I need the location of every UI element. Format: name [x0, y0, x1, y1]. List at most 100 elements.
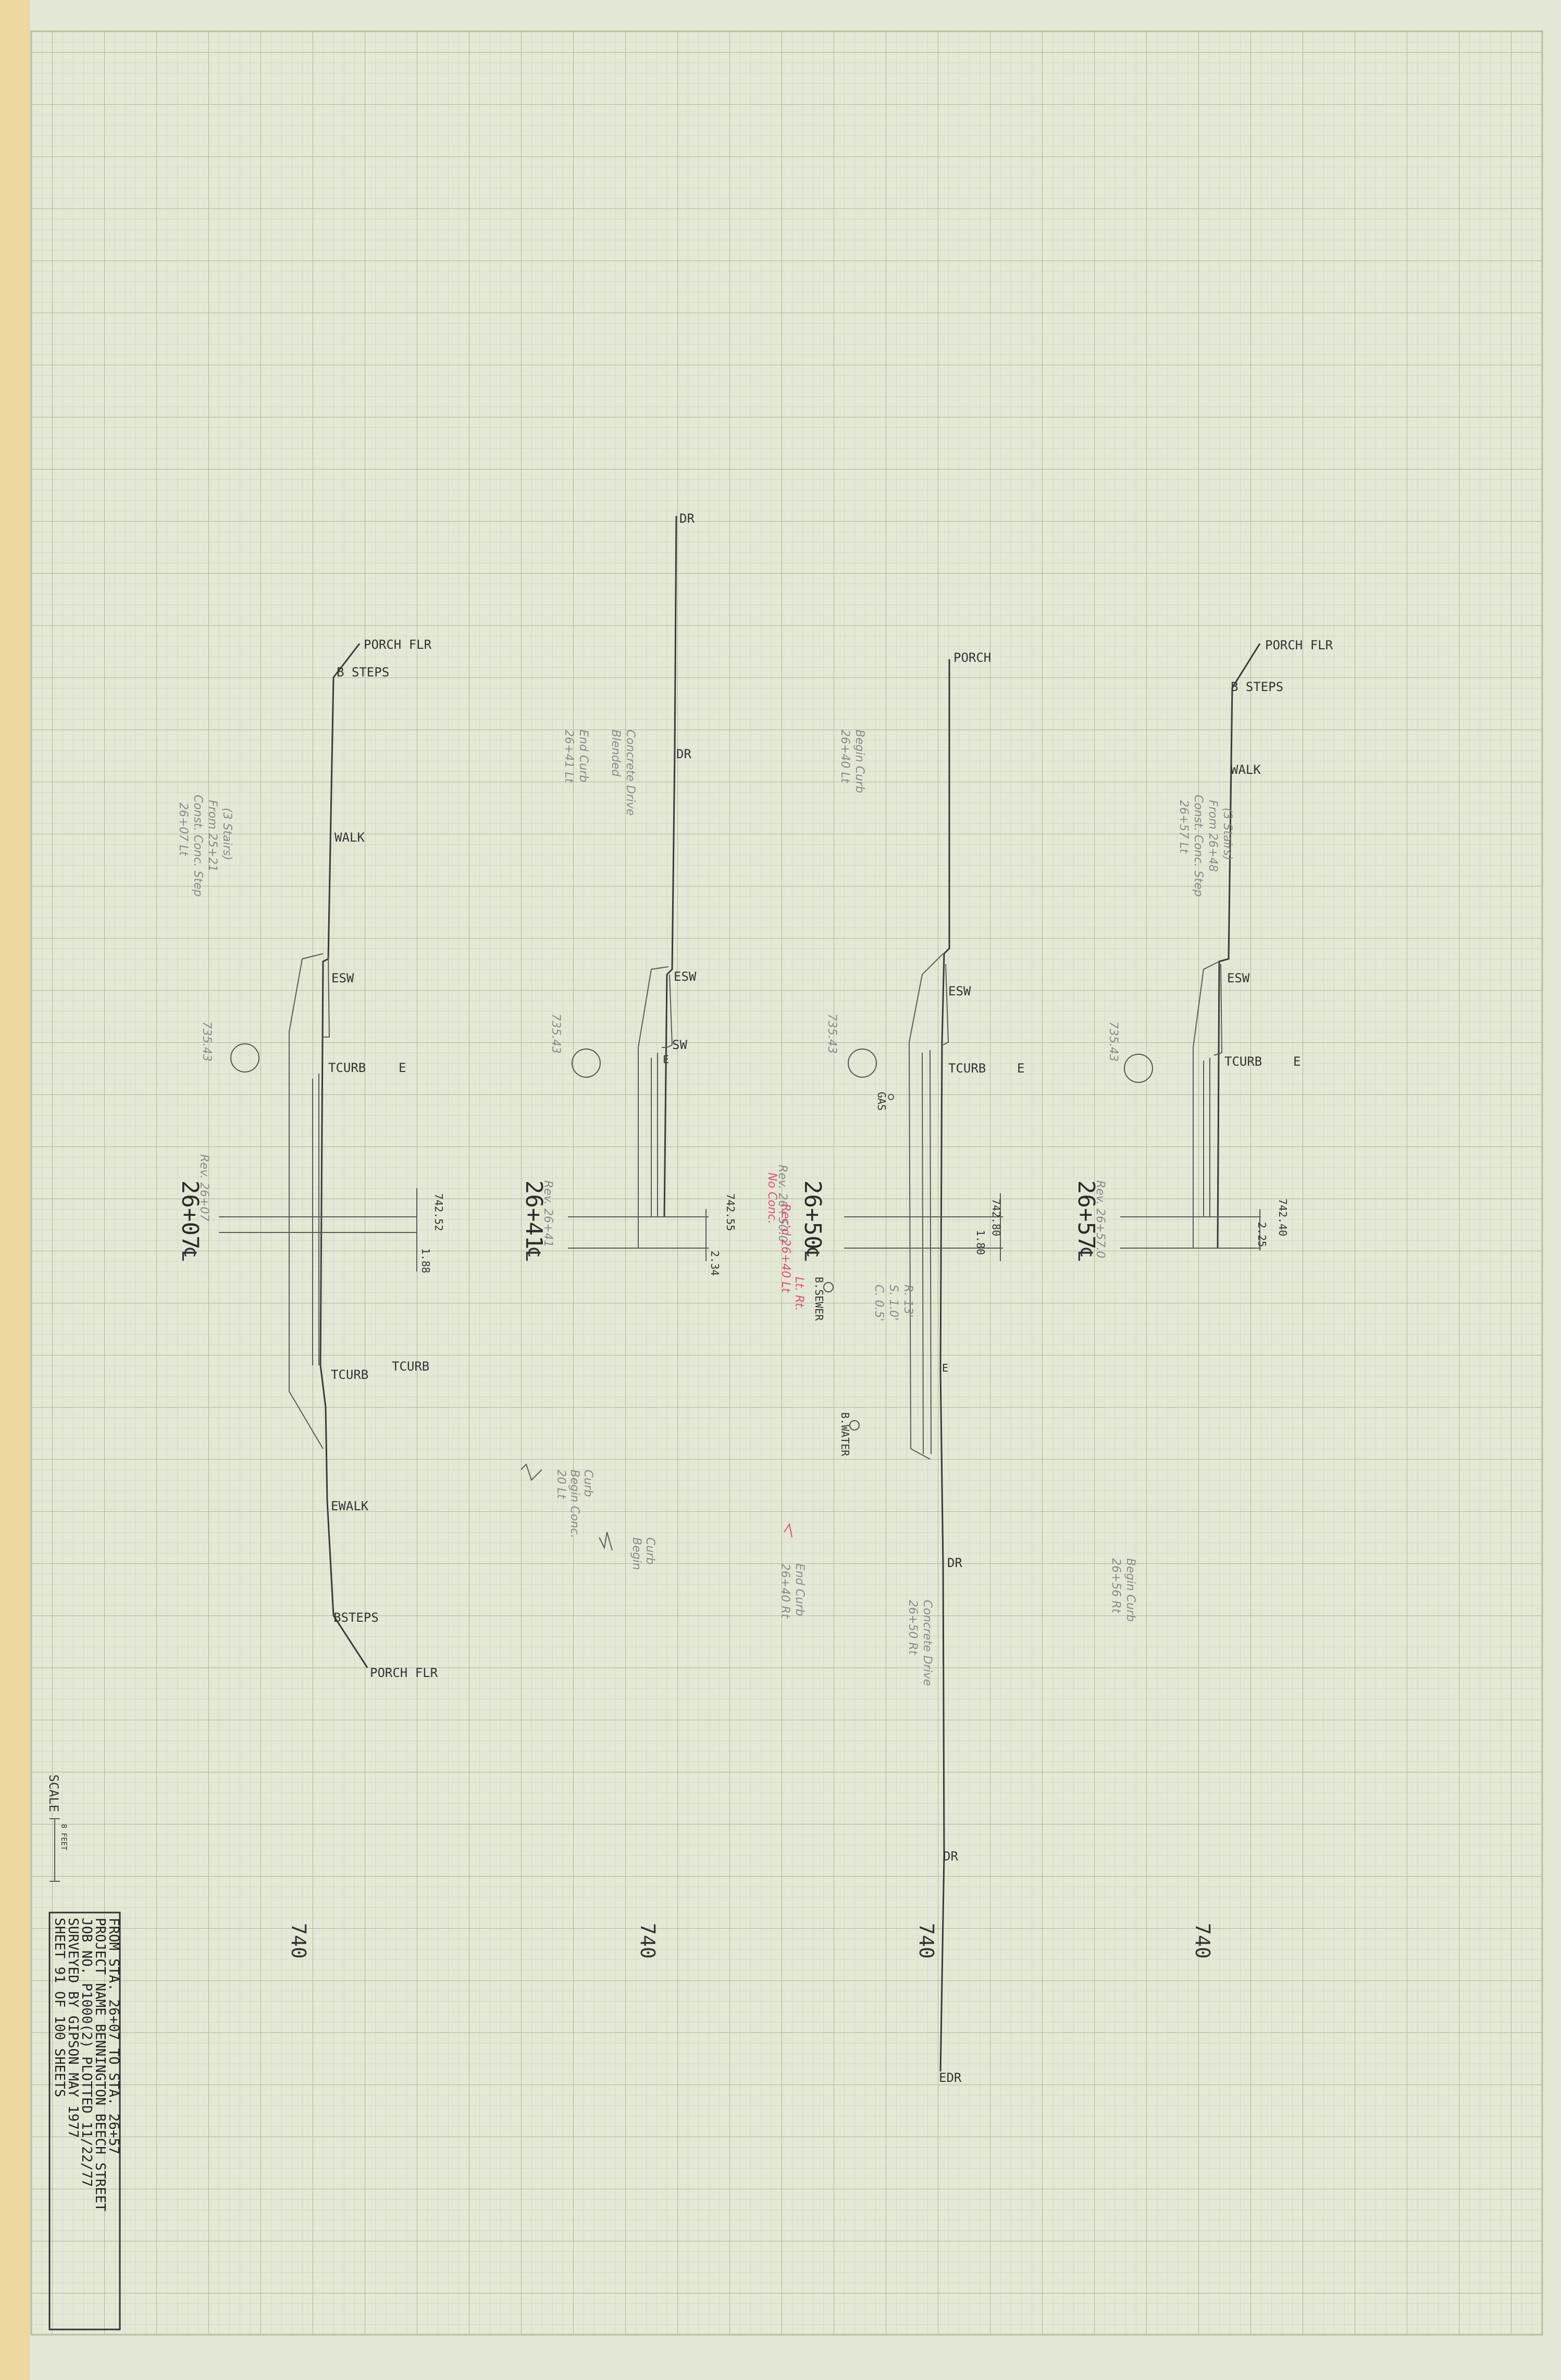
label-porch-flr: PORCH FLR — [1265, 638, 1333, 652]
label-e2: E — [942, 1362, 948, 1374]
svg-text:26+07 Lt: 26+07 Lt — [177, 803, 190, 857]
label-esw: ESW — [1227, 971, 1250, 985]
svg-text:Rec'd 26+40 Lt: Rec'd 26+40 Lt — [779, 1204, 792, 1293]
cl-right-value: 1.80 — [974, 1230, 987, 1255]
left-elev-note: 735.43 — [549, 1014, 562, 1054]
svg-text:From 26+48: From 26+48 — [1206, 800, 1219, 872]
scale-value: 8 FEET — [59, 1824, 68, 1851]
label-walk: WALK — [334, 830, 365, 845]
elevation-740: 740 — [287, 1923, 310, 1959]
construction-note: 26+07 Lt Const. Conc. Step From 25+21 (3… — [177, 795, 233, 897]
begin-curb-note: Begin Curb — [630, 1537, 656, 1570]
label-esw: ESW — [948, 984, 971, 998]
svg-text:℄: ℄ — [1074, 1248, 1097, 1261]
cl-right-value: 2.25 — [1256, 1222, 1268, 1247]
svg-text:℄: ℄ — [178, 1248, 201, 1261]
cl-right-value: 2.34 — [709, 1251, 721, 1276]
end-curb-note: 26+41 Lt End Curb — [562, 730, 590, 784]
svg-text:26+40 Lt: 26+40 Lt — [838, 730, 851, 784]
svg-text:26+56 Rt: 26+56 Rt — [1109, 1558, 1122, 1614]
begin-conc-curb-note: 20 Lt Begin Conc. Curb — [554, 1470, 594, 1538]
label-e: E — [1017, 1061, 1024, 1076]
label-tcurb: TCURB — [948, 1061, 986, 1076]
curb-outline — [1193, 961, 1220, 1248]
water-marker — [849, 1420, 860, 1431]
left-elev-note: 735.43 — [1107, 1021, 1120, 1062]
rev-note: Rev. 26+41 — [541, 1180, 554, 1247]
station-label: 26+41 ℄ — [521, 1180, 547, 1261]
concrete-drive-note: 26+50 Rt Concrete Drive — [906, 1600, 934, 1686]
label-dr: DR — [947, 1556, 962, 1570]
svg-text:26+57: 26+57 — [1073, 1180, 1099, 1249]
label-bsteps: BSTEPS — [333, 1610, 379, 1625]
cl-value: 742.40 — [1277, 1199, 1289, 1236]
label-walk: WALK — [1231, 762, 1261, 777]
svg-text:S. 1.0': S. 1.0' — [887, 1285, 900, 1321]
label-dr2: DR — [943, 1849, 958, 1864]
rev-note: Rev. 26+50.0 — [776, 1165, 789, 1242]
misc-note: C. 0.5' S. 1.0' R. 13' — [872, 1285, 914, 1321]
curb-outline — [908, 953, 944, 1460]
cl-value: 742.52 — [432, 1193, 445, 1231]
svg-text:Concrete Drive: Concrete Drive — [624, 730, 637, 816]
section-26-41: DR DR ESW SW E 742.55 2.34 735.43 26+41 … — [521, 511, 737, 1959]
svg-text:26+41: 26+41 — [521, 1180, 547, 1249]
svg-text:No Conc.: No Conc. — [765, 1173, 778, 1224]
label-e: E — [1293, 1054, 1300, 1069]
label-b-steps: B STEPS — [337, 665, 389, 680]
svg-text:(3 Stairs): (3 Stairs) — [1221, 808, 1234, 860]
section-26-50: PORCH ESW TCURB E E DR DR EDR 742.80 1.8… — [765, 650, 1024, 2085]
scale-label: SCALE — [46, 1774, 61, 1812]
svg-text:(3 Stairs): (3 Stairs) — [220, 808, 233, 860]
svg-text:Begin: Begin — [630, 1537, 643, 1570]
scale-bar: SCALE 8 FEET — [46, 1774, 68, 1882]
label-porch: PORCH — [953, 650, 991, 665]
svg-text:26+41 Lt: 26+41 Lt — [562, 730, 575, 784]
svg-text:Curb: Curb — [643, 1537, 656, 1564]
label-e: E — [399, 1060, 406, 1075]
svg-text:26+50: 26+50 — [799, 1180, 826, 1249]
curb-outline — [638, 966, 669, 1248]
station-label: 26+57 ℄ — [1073, 1180, 1099, 1261]
utility-sewer: B.SEWER — [813, 1277, 825, 1321]
elevation-740: 740 — [1191, 1923, 1214, 1959]
svg-text:Const. Conc. Step: Const. Conc. Step — [191, 795, 204, 897]
svg-text:From 25+21: From 25+21 — [206, 800, 219, 872]
svg-text:R. 13': R. 13' — [901, 1285, 914, 1317]
title-block: FROM STA. 26+07 TO STA. 26+57 PROJECT NA… — [48, 1912, 121, 2330]
graph-grid — [31, 31, 1542, 2335]
red-check-mark — [784, 1523, 792, 1538]
station-label: 26+50 ℄ — [799, 1180, 826, 1261]
profile-line — [939, 659, 950, 2072]
begin-curb-note: 26+56 Rt Begin Curb — [1109, 1558, 1137, 1622]
manhole-circle — [848, 1049, 877, 1078]
yellow-edge-tape — [0, 0, 30, 2380]
svg-text:26+40 Rt: 26+40 Rt — [778, 1563, 791, 1619]
manhole-circle — [572, 1049, 601, 1078]
red-pencil-note: No Conc. Rec'd 26+40 Lt Lt. Rt. — [765, 1173, 806, 1311]
cl-right-value: 1.88 — [419, 1248, 432, 1273]
construction-note: 26+57 Lt Const. Conc. Step From 26+48 (3… — [1177, 795, 1234, 897]
station-label: 26+07 ℄ — [177, 1180, 203, 1261]
section-26-57: PORCH FLR B STEPS WALK ESW TCURB E 742.4… — [1073, 638, 1333, 1959]
sewer-marker — [823, 1282, 834, 1292]
label-tcurb-r1: TCURB — [392, 1359, 429, 1374]
begin-curb-note: 26+40 Lt Begin Curb — [838, 730, 866, 793]
svg-text:Curb: Curb — [581, 1470, 594, 1497]
svg-text:Const. Conc. Step: Const. Conc. Step — [1192, 795, 1205, 897]
rev-note: Rev. 26+07 — [197, 1154, 210, 1221]
profile-line — [1217, 643, 1261, 1249]
label-dr-top: DR — [679, 511, 695, 526]
label-dr: DR — [676, 747, 691, 761]
end-curb-note: 26+40 Rt End Curb — [778, 1563, 806, 1619]
utility-gas: GAS — [875, 1092, 888, 1111]
label-esw: ESW — [331, 971, 354, 985]
svg-text:26+07: 26+07 — [177, 1180, 203, 1249]
profile-line — [663, 515, 677, 1217]
svg-text:C. 0.5': C. 0.5' — [872, 1285, 885, 1321]
title-job: JOB NO. P1000(2) PLOTTED 11/22/77 — [79, 1918, 94, 2187]
manhole-circle — [1124, 1054, 1153, 1083]
svg-text:℄: ℄ — [522, 1248, 544, 1261]
left-elev-note: 735.43 — [825, 1014, 838, 1054]
